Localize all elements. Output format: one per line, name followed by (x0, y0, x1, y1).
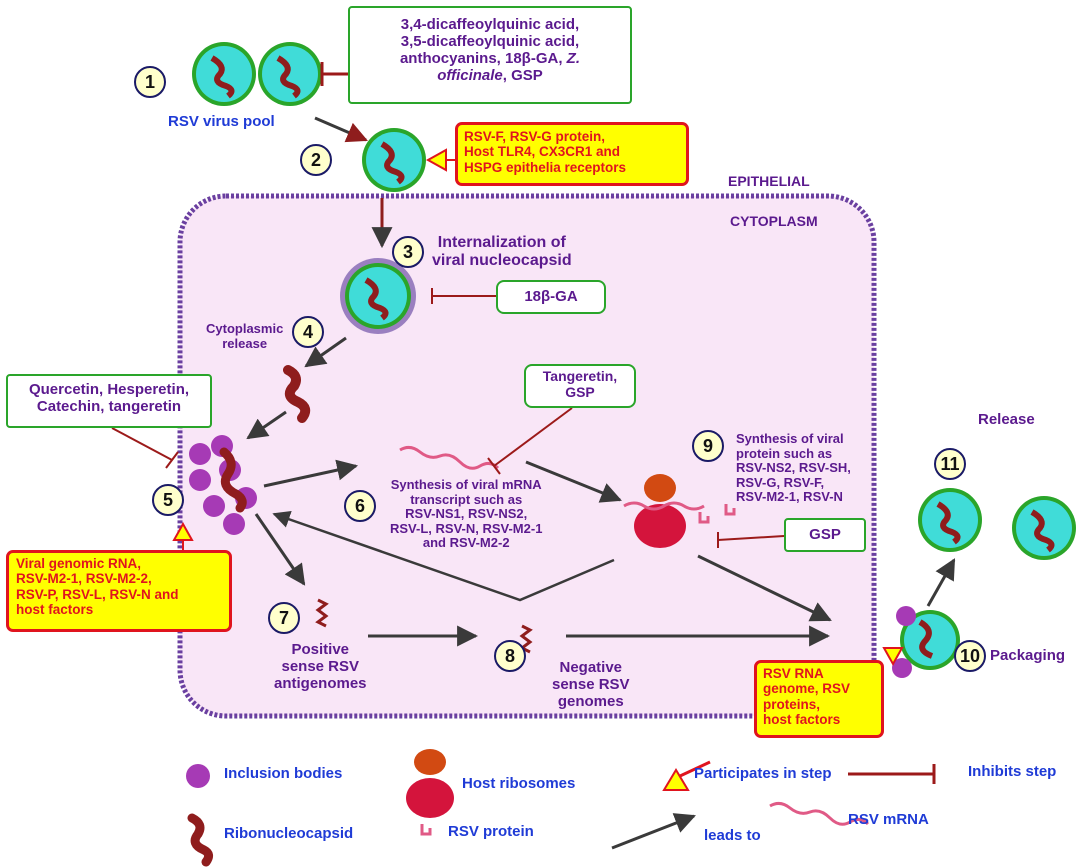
virus-particle (258, 42, 322, 106)
legend-ribosome-label: Host ribosomes (462, 775, 576, 792)
step-11-badge: 11 (934, 448, 966, 480)
inhibit-line (717, 535, 785, 541)
step-3-badge: 3 (392, 236, 424, 268)
released-virion (918, 488, 982, 552)
rsv-protein (698, 512, 710, 524)
legend-mrna-icon (769, 801, 870, 826)
packaging-label: Packaging (990, 647, 1066, 664)
budding-virion (892, 606, 960, 678)
step-7-badge: 7 (268, 602, 300, 634)
inhibitor-box-18b-ga: 18β-GA (496, 280, 606, 314)
arrow-5-to-6 (263, 459, 359, 488)
rsv-protein (724, 504, 736, 516)
step-6-badge: 6 (344, 490, 376, 522)
legend-inhibits-label: Inhibits step (968, 763, 1057, 780)
legend-participates-icon (662, 760, 711, 791)
host-ribosome (623, 474, 705, 548)
step-1-badge: 1 (134, 66, 166, 98)
virus-pool-label: RSV virus pool (168, 113, 275, 130)
legend-protein-icon (420, 824, 432, 836)
step-2-badge: 2 (300, 144, 332, 176)
inhibitor-box-entry: 3,4-dicaffeoylquinic acid, 3,5-dicaffeoy… (348, 6, 632, 104)
step-5-badge: 5 (152, 484, 184, 516)
inhibit-line (111, 427, 173, 461)
legend-protein-label: RSV protein (448, 823, 534, 840)
arrow-10-to-11 (926, 558, 956, 607)
participates-triangle (425, 148, 447, 172)
arrow-4-to-5 (246, 410, 287, 440)
participant-box-receptors: RSV-F, RSV-G protein,Host TLR4, CX3CR1 a… (455, 122, 689, 186)
legend-ribonucleocapsid-icon (187, 813, 214, 867)
arrow-1-to-2 (314, 116, 368, 143)
ribonucleocapsid (219, 447, 247, 513)
epithelial-label: EPITHELIAL (728, 173, 810, 189)
legend-arrow-icon (611, 813, 696, 850)
legend-mrna-label: RSV mRNA (848, 811, 929, 828)
step-8-badge: 8 (494, 640, 526, 672)
legend-inhibit-icon (848, 764, 936, 784)
internalized-virus (340, 258, 416, 334)
virus-attaching (362, 128, 426, 192)
virus-particle (192, 42, 256, 106)
cytoplasm-label: CYTOPLASM (730, 213, 818, 229)
legend-participates-label: Participates in step (694, 765, 832, 782)
inhibitor-box-tangeretin: Tangeretin,GSP (524, 364, 636, 408)
legend-inclusion-icon (186, 764, 210, 788)
release-label: Release (978, 411, 1035, 428)
legend-leads-to-label: leads to (704, 827, 761, 844)
epithelial-cell (177, 193, 877, 719)
participates-triangle (882, 647, 904, 667)
inhibitor-box-quercetin: Quercetin, Hesperetin,Catechin, tangeret… (6, 374, 212, 428)
arrow-6-to-9 (525, 460, 622, 503)
feedback-arrow (272, 510, 615, 602)
mrna-transcript (399, 445, 500, 470)
positive-antigenome (315, 598, 329, 628)
inhibit-line (493, 407, 573, 467)
arrow-9-to-10 (697, 554, 832, 622)
arrow-5-to-7 (254, 513, 306, 586)
step-4-badge: 4 (292, 316, 324, 348)
released-virion (1012, 496, 1076, 560)
legend-ribosome-icon (406, 749, 454, 818)
step-9-badge: 9 (692, 430, 724, 462)
legend-ribonucleocapsid-label: Ribonucleocapsid (224, 825, 354, 842)
ribonucleocapsid (283, 365, 311, 423)
participant-box-genomic: Viral genomic RNA,RSV-M2-1, RSV-M2-2,RSV… (6, 550, 232, 632)
arrow-3-to-4 (304, 336, 347, 368)
legend-inclusion-label: Inclusion bodies (224, 765, 343, 782)
inhibitor-box-gsp: GSP (784, 518, 866, 552)
step-10-badge: 10 (954, 640, 986, 672)
